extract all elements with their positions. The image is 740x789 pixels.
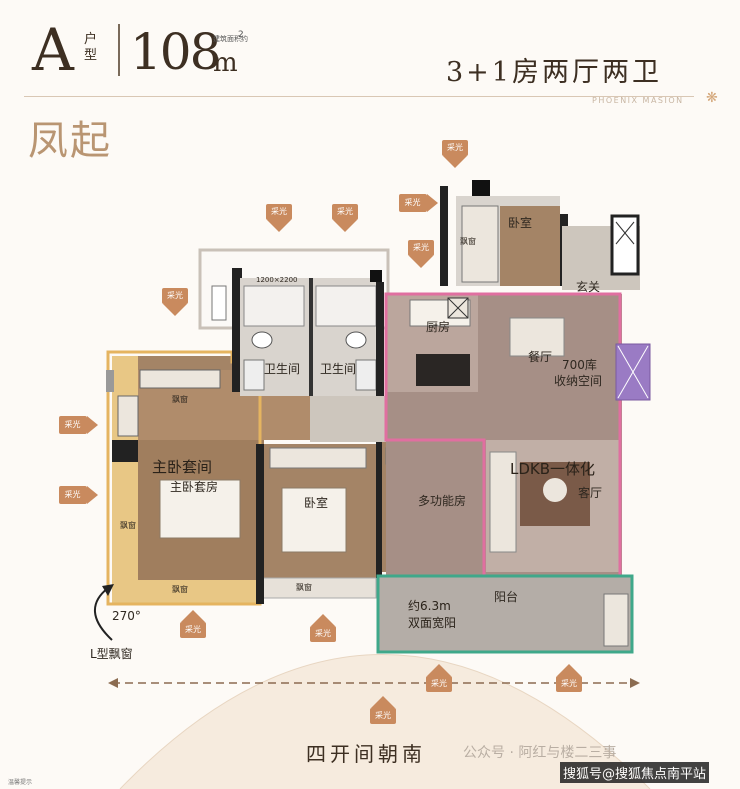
sunlight-arrow: 采光	[58, 486, 98, 506]
l-bay-angle: 270°	[112, 609, 141, 623]
brand-english-name: PHOENIX MASION	[592, 96, 684, 105]
sunlight-arrow: 采光	[370, 696, 396, 730]
sunlight-arrow: 采光	[180, 610, 206, 644]
area-value: 108	[130, 23, 221, 81]
balcony-description: 双面宽阳	[408, 616, 457, 630]
ldkb-label: LDKB一体化	[510, 460, 596, 478]
balcony-area	[378, 576, 632, 652]
top-bedroom-bay-label: 飘窗	[460, 237, 476, 246]
sunlight-arrow: 采光	[556, 664, 582, 698]
area-note: 建筑面积约	[213, 35, 248, 43]
l-bay-arrow	[93, 587, 113, 641]
bay-bottom-label: 飘窗	[172, 585, 188, 594]
l-bay-label: L型飘窗	[90, 647, 133, 661]
sunlight-arrow: 采光	[426, 664, 452, 698]
sunlight-arrow: 采光	[408, 240, 434, 274]
watermark-wechat: 公众号 · 阿红与楼二三事	[463, 745, 617, 761]
unit-type-label: 户型	[84, 32, 98, 63]
brand-fan-icon: ❋	[706, 90, 718, 106]
multi-room-label: 多功能房	[418, 494, 467, 508]
bedroom-2-bed	[281, 487, 347, 553]
balcony-dimension: 约6.3m	[408, 599, 451, 613]
master-bed	[159, 479, 241, 539]
header-rule	[24, 96, 694, 97]
layout-title: 3+1房两厅两卫	[446, 57, 662, 88]
top-bedroom-label: 卧室	[508, 216, 533, 230]
sunlight-arrow: 采光	[162, 288, 188, 322]
bay-top-label: 飘窗	[172, 395, 188, 404]
bathroom-1-label: 卫生间	[264, 362, 301, 376]
watermark-sohu: 搜狐号@搜狐焦点南平站	[560, 762, 710, 783]
sunlight-arrow: 采光	[58, 416, 98, 436]
bedroom-2-bay-label: 飘窗	[296, 583, 312, 592]
balcony-label: 阳台	[494, 590, 519, 604]
orientation-label: 四开间朝南	[306, 742, 426, 766]
header-divider	[118, 24, 120, 76]
sunlight-arrow: 采光	[310, 614, 336, 648]
balcony-outline	[376, 574, 634, 654]
bedroom-2-label: 卧室	[304, 496, 329, 510]
storage-label-line2: 收纳空间	[554, 374, 603, 388]
sunlight-arrow: 采光	[442, 140, 468, 174]
master-bedroom-label: 主卧套房	[170, 480, 219, 494]
storage-label-line1: 700库	[562, 358, 597, 372]
area-superscript: 2	[238, 30, 244, 40]
master-suite-label: 主卧套间	[152, 458, 213, 476]
sunlight-arrow: 采光	[266, 204, 292, 238]
entrance-label: 玄关	[576, 280, 601, 294]
bay-side-label: 飘窗	[120, 521, 136, 530]
footnote: 温馨提示	[8, 779, 33, 786]
kitchen-label: 厨房	[426, 320, 451, 334]
area-unit: m	[213, 48, 238, 78]
dining-table	[509, 317, 565, 357]
ac-platform-dimension: 1200×2200	[256, 276, 298, 284]
series-name: 凤起	[28, 118, 112, 164]
top-bedroom-room	[500, 206, 560, 286]
dining-label: 餐厅	[528, 350, 553, 364]
bathroom-2-label: 卫生间	[320, 362, 357, 376]
sunlight-arrow: 采光	[332, 204, 358, 238]
unit-type-letter: A	[32, 16, 74, 84]
sunlight-arrow: 采光	[398, 194, 438, 214]
living-label: 客厅	[578, 486, 603, 500]
